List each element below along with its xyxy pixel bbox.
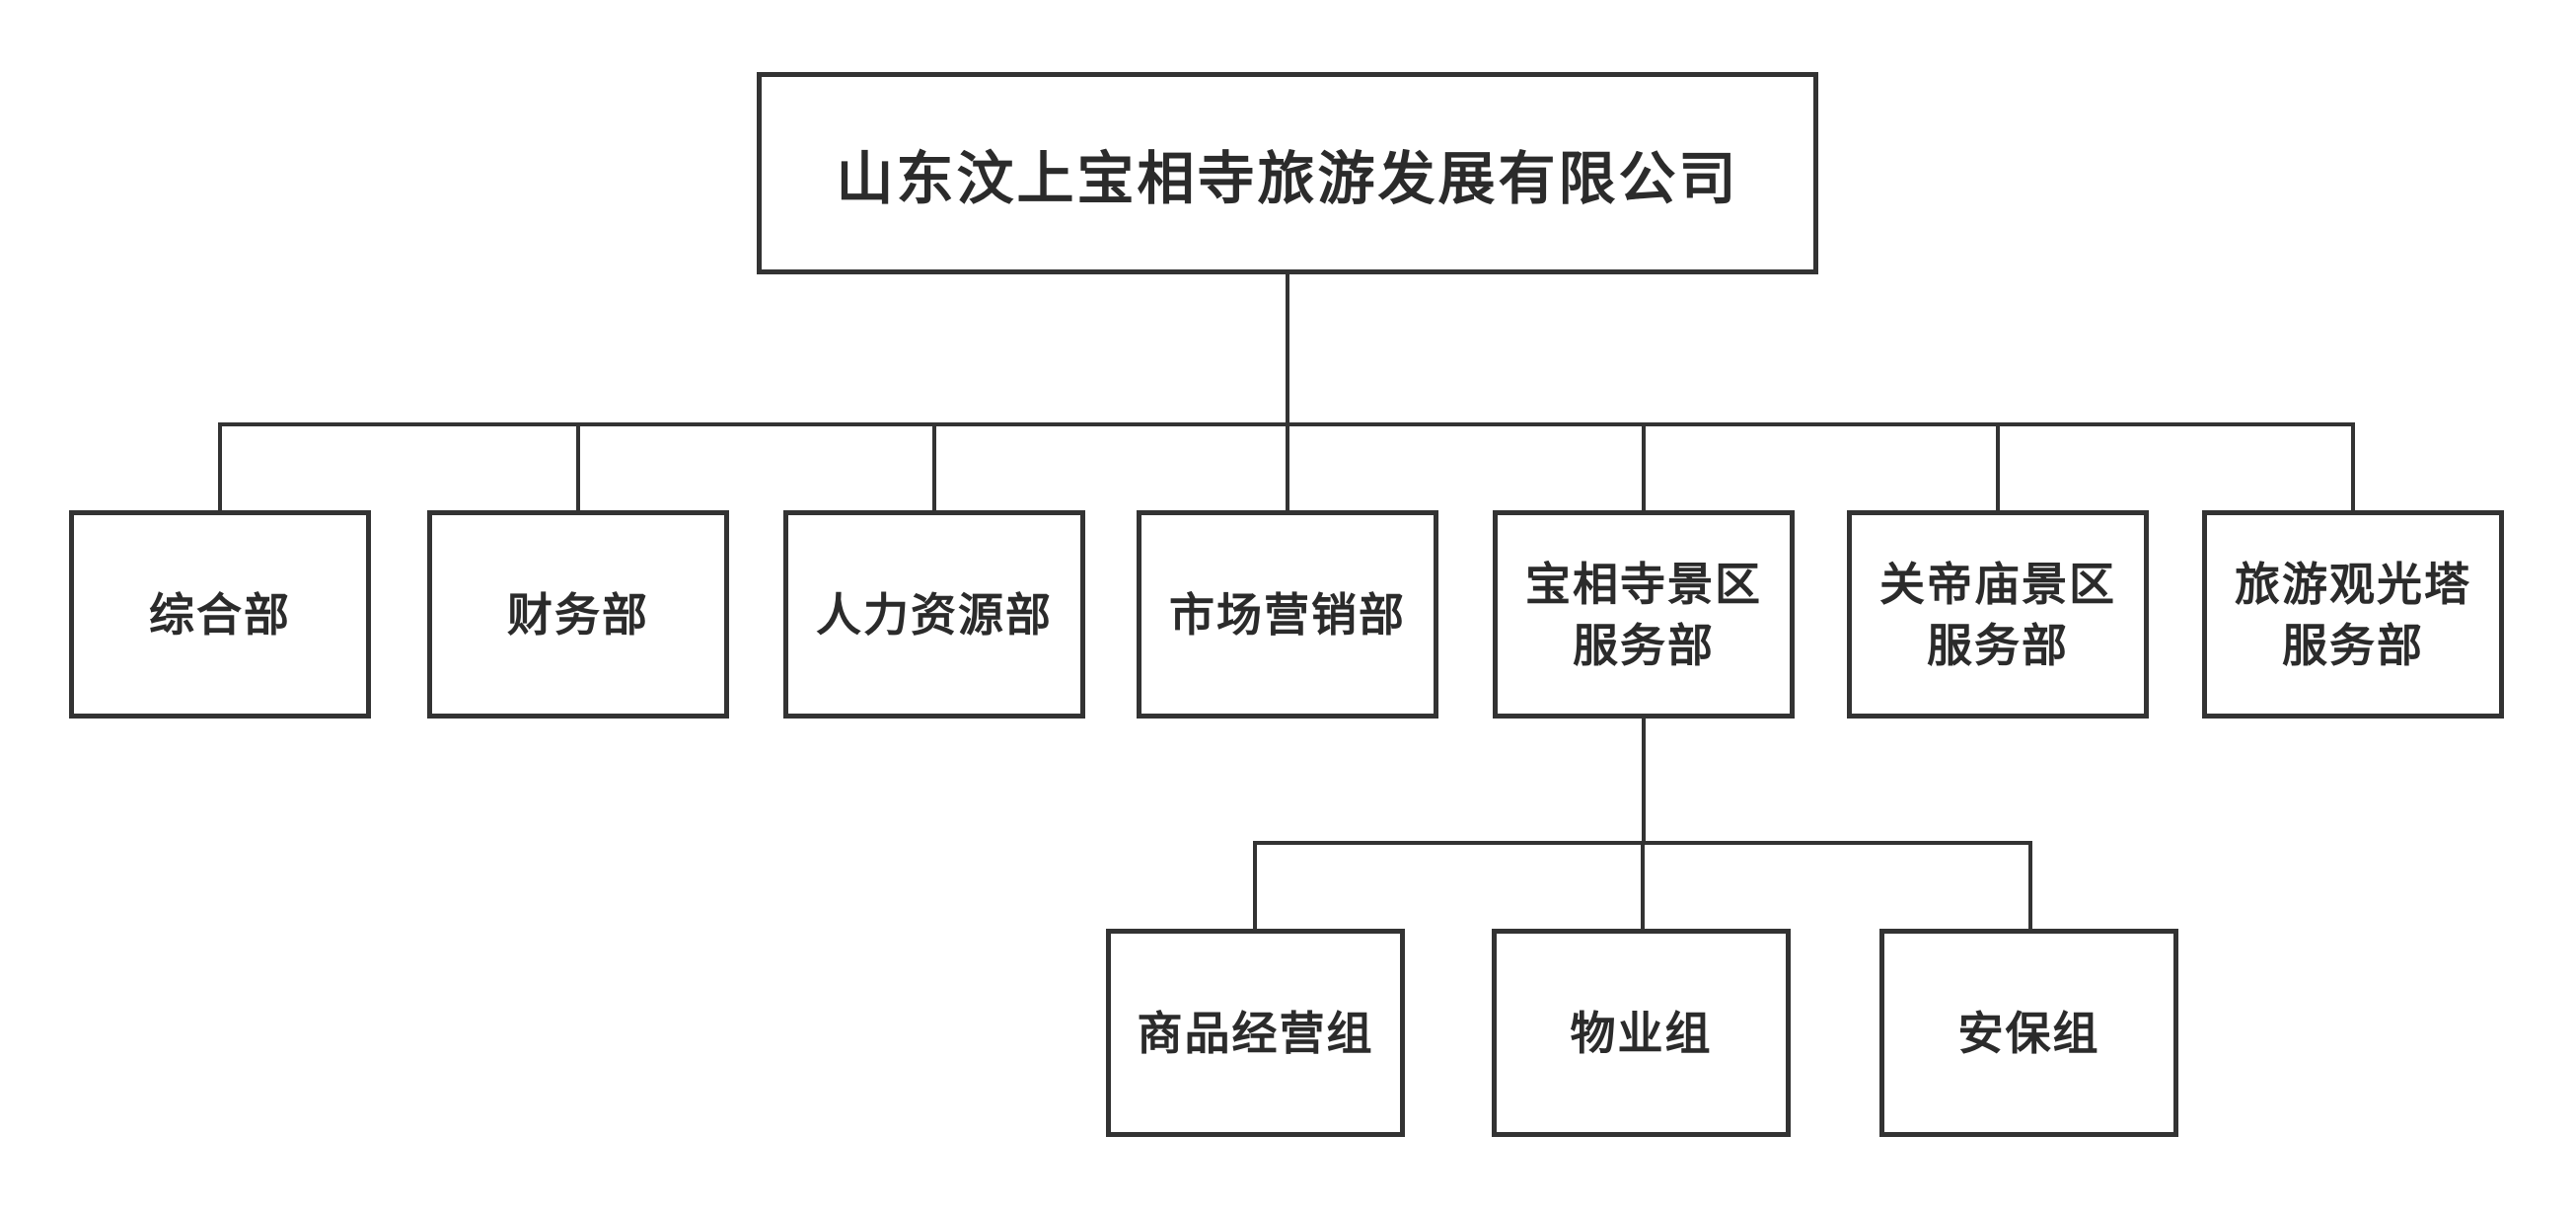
- node-guandimiao-scenic-service-dept: 关帝庙景区 服务部: [1847, 510, 2149, 719]
- node-sightseeing-tower-service-dept: 旅游观光塔 服务部: [2202, 510, 2504, 719]
- node-security-group: 安保组: [1879, 929, 2178, 1137]
- node-general-dept: 综合部: [69, 510, 371, 719]
- connector-drop-property-group: [1641, 841, 1645, 932]
- node-commodity-operations-group: 商品经营组: [1106, 929, 1405, 1137]
- connector-drop-tower-dept: [2351, 422, 2355, 513]
- node-property-group: 物业组: [1492, 929, 1791, 1137]
- connector-drop-marketing-dept: [1286, 422, 1289, 513]
- connector-drop-hr-dept: [932, 422, 936, 513]
- connector-drop-security-group: [2028, 841, 2032, 932]
- node-finance-dept: 财务部: [427, 510, 729, 719]
- connector-root-stem: [1286, 272, 1289, 424]
- node-marketing-dept: 市场营销部: [1137, 510, 1438, 719]
- node-hr-dept: 人力资源部: [783, 510, 1085, 719]
- node-company-root: 山东汶上宝相寺旅游发展有限公司: [757, 72, 1818, 274]
- connector-drop-guandimiao-dept: [1996, 422, 2000, 513]
- connector-drop-commodity-group: [1253, 841, 1257, 932]
- node-baoxiangsi-scenic-service-dept: 宝相寺景区 服务部: [1493, 510, 1795, 719]
- connector-baoxiangsi-stem: [1642, 717, 1646, 845]
- connector-drop-finance-dept: [576, 422, 580, 513]
- connector-drop-baoxiangsi-dept: [1642, 422, 1646, 513]
- connector-drop-general-dept: [218, 422, 222, 513]
